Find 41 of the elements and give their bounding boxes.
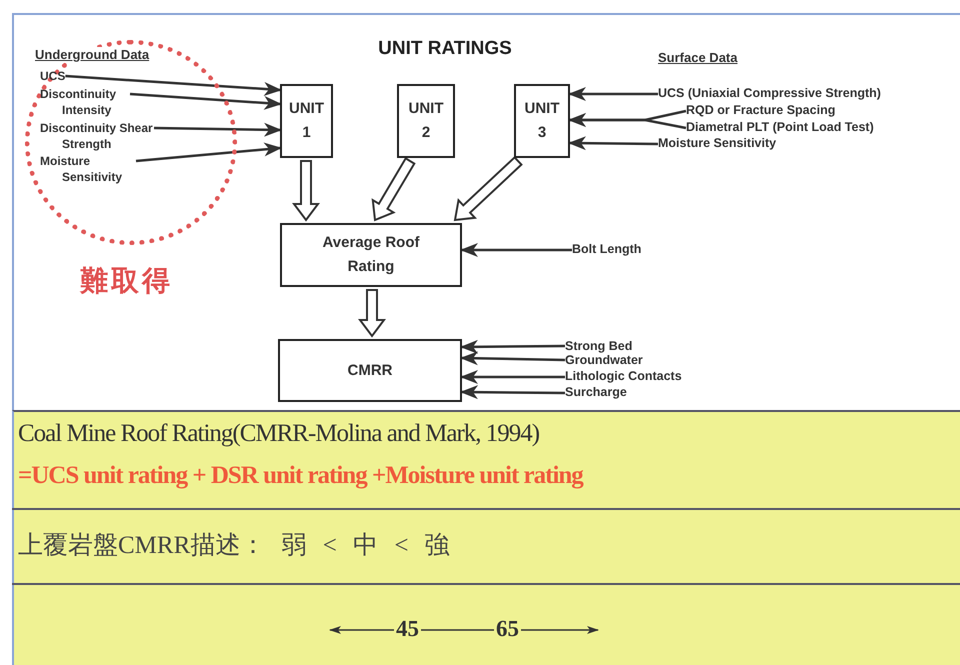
input-label: UCS (Uniaxial Compressive Strength) (658, 86, 958, 102)
arrow (460, 340, 566, 354)
hollow-arrow (358, 289, 386, 338)
input-label: Surcharge (565, 385, 715, 400)
section-heading: Underground Data (35, 47, 150, 62)
hollow-arrow (372, 157, 416, 222)
input-label: Moisture Sensitivity (658, 136, 958, 152)
section-heading: Surface Data (658, 50, 738, 65)
description-text: 上覆岩盤CMRR描述： 弱 < 中 < 強 (18, 531, 450, 561)
arrow (65, 74, 282, 96)
process-box: UNIT 1 (280, 84, 333, 158)
input-label: Discontinuity Shear Strength (40, 120, 154, 152)
process-box: UNIT 3 (514, 84, 570, 158)
arrow (136, 142, 282, 162)
arrow (154, 122, 282, 137)
input-label: Moisture Sensitivity (40, 153, 136, 185)
input-label: Diametral PLT (Point Load Test) (686, 120, 956, 136)
hollow-arrow (292, 160, 320, 222)
formula-text: =UCS unit rating + DSR unit rating +Moisture unit rating (18, 462, 583, 490)
arrow (460, 351, 566, 366)
process-box: UNIT 2 (397, 84, 455, 158)
process-box: CMRR (278, 339, 462, 402)
arrow (460, 385, 566, 400)
process-box: Average Roof Rating (280, 223, 462, 287)
input-label: Discontinuity Intensity (40, 86, 130, 118)
input-label: Bolt Length (572, 242, 682, 258)
note-text: 難取得 (80, 265, 173, 299)
hollow-arrow (454, 156, 523, 222)
input-label: UCS (40, 68, 66, 84)
arrow (568, 87, 658, 101)
arrow (130, 92, 282, 110)
arrow (460, 243, 572, 257)
arrow (568, 113, 686, 130)
formula-text: Coal Mine Roof Rating(CMRR-Molina and Mark, 1994) (18, 420, 540, 448)
input-label: Strong Bed (565, 339, 715, 354)
arrow (568, 136, 658, 150)
diagram-title: UNIT RATINGS (377, 38, 513, 60)
input-label: Groundwater (565, 353, 715, 368)
input-label: RQD or Fracture Spacing (686, 103, 956, 119)
input-label: Lithologic Contacts (565, 369, 725, 384)
arrow (460, 370, 565, 384)
